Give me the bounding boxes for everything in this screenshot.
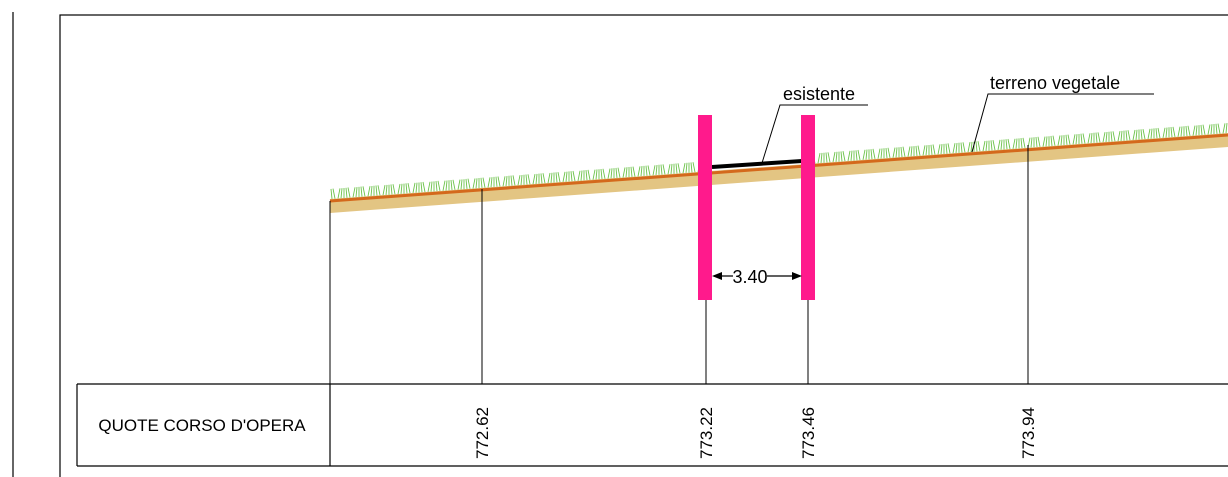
grass-hatch [330, 123, 1228, 199]
width-dimension: 3.40 [712, 267, 802, 287]
existing-label: esistente [783, 84, 855, 104]
elevation-2: 773.22 [697, 407, 716, 459]
existing-leader: esistente [761, 84, 868, 164]
elevation-1: 772.62 [473, 407, 492, 459]
elevation-4: 773.94 [1019, 407, 1038, 459]
elevation-3: 773.46 [799, 407, 818, 459]
post-left [698, 115, 712, 300]
topsoil-line [329, 133, 1228, 203]
existing-road-line [711, 159, 803, 169]
post-right [801, 115, 815, 300]
width-dimension-label: 3.40 [732, 267, 767, 287]
topsoil-leader: terreno vegetale [971, 73, 1154, 153]
topsoil-label: terreno vegetale [990, 73, 1120, 93]
drawing-frame [59, 14, 1228, 477]
grass-blades [330, 123, 1228, 199]
table-row-header: QUOTE CORSO D'OPERA [98, 416, 306, 435]
elevation-table: QUOTE CORSO D'OPERA 772.62 773.22 773.46… [76, 383, 1228, 467]
